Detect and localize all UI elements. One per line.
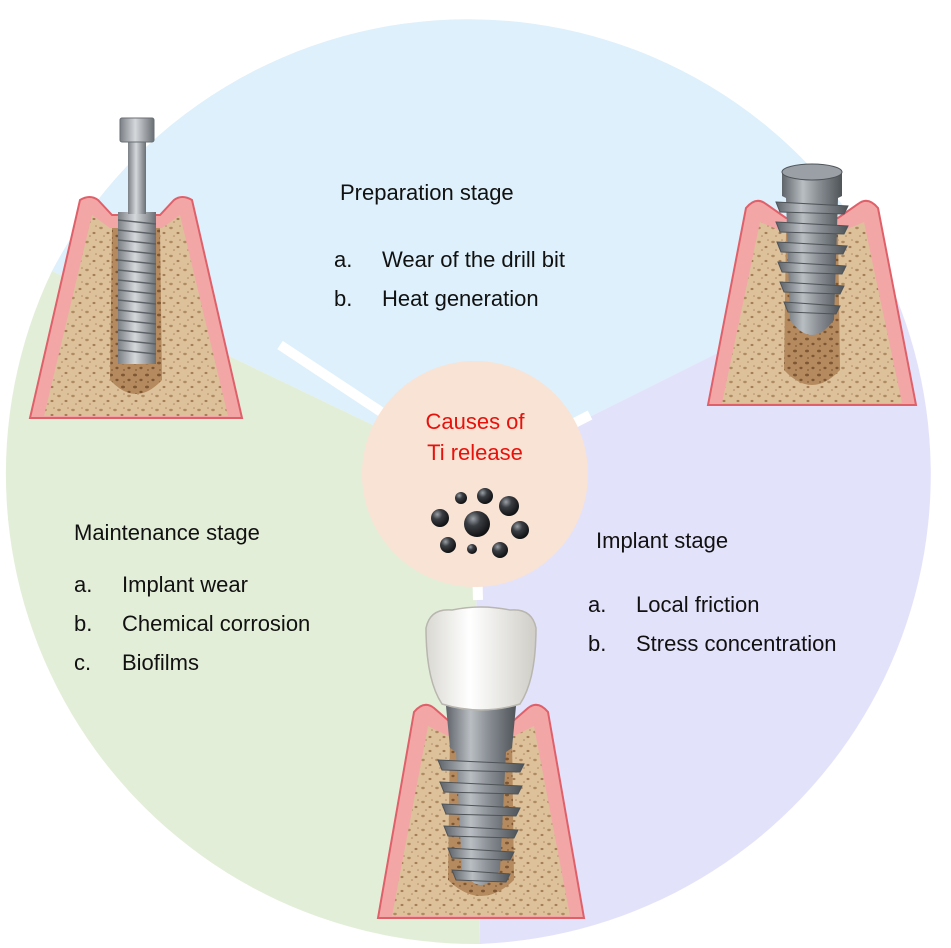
maintenance-stage-title: Maintenance stage xyxy=(74,520,260,545)
list-marker: b. xyxy=(588,631,607,656)
titanium-particles-icon xyxy=(431,488,529,558)
list-item-text: Stress concentration xyxy=(636,631,837,656)
list-item-text: Heat generation xyxy=(382,286,539,311)
implant-stage-title: Implant stage xyxy=(596,528,729,553)
list-item-text: Biofilms xyxy=(122,650,200,675)
list-marker: b. xyxy=(74,611,93,636)
drill-bit-icon xyxy=(28,117,244,419)
list-marker: b. xyxy=(334,286,353,311)
center-circle xyxy=(362,361,588,587)
list-marker: a. xyxy=(334,247,353,272)
center-title: Causes of Ti release xyxy=(370,406,580,468)
list-marker: c. xyxy=(74,650,92,675)
preparation-sector xyxy=(52,19,884,474)
preparation-stage-title: Preparation stage xyxy=(340,180,514,205)
list-marker: a. xyxy=(588,592,607,617)
crowned-implant-icon xyxy=(376,606,586,919)
list-marker: a. xyxy=(74,572,93,597)
implant-screw-icon xyxy=(706,163,918,406)
list-item-text: Implant wear xyxy=(122,572,248,597)
implant-sector xyxy=(475,270,931,944)
list-item-text: Wear of the drill bit xyxy=(382,247,566,272)
list-item-text: Local friction xyxy=(636,592,760,617)
list-item-text: Chemical corrosion xyxy=(122,611,311,636)
center-title-line2: Ti release xyxy=(427,440,523,465)
maintenance-sector xyxy=(5,271,480,945)
center-title-line1: Causes of xyxy=(425,409,525,434)
